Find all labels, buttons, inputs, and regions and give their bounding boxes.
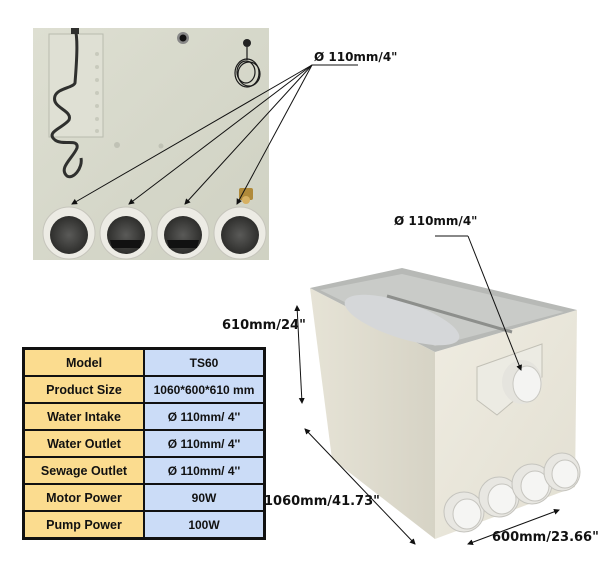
length-dimension-label: 1060mm/41.73" (264, 494, 380, 509)
inlet-pipe-diameter-label: Ø 110mm/4" (394, 214, 478, 228)
spec-value: 1060*600*610 mm (143, 375, 266, 404)
spec-key: Water Outlet (22, 429, 145, 458)
width-dimension-label: 600mm/23.66" (492, 530, 599, 545)
outlet-pipes (443, 452, 581, 533)
panel-pipe (213, 206, 267, 260)
panel-pipe-diameter-label: Ø 110mm/4" (314, 50, 398, 64)
spec-key: Pump Power (22, 510, 145, 540)
spec-value: 100W (143, 510, 266, 540)
back-panel-photo (33, 28, 269, 260)
panel-pipes (42, 206, 267, 260)
spec-key: Model (22, 347, 145, 377)
spec-value: TS60 (143, 347, 266, 377)
spec-value: Ø 110mm/ 4'' (143, 456, 266, 485)
spec-value: Ø 110mm/ 4'' (143, 402, 266, 431)
spec-key: Water Intake (22, 402, 145, 431)
panel-pipe (99, 206, 153, 260)
height-dimension-label: 610mm/24" (222, 318, 306, 333)
panel-pipe (42, 206, 96, 260)
spec-key: Product Size (22, 375, 145, 404)
spec-key: Motor Power (22, 483, 145, 512)
spec-key: Sewage Outlet (22, 456, 145, 485)
inlet-pipe (502, 360, 542, 404)
spec-value: Ø 110mm/ 4'' (143, 429, 266, 458)
spec-value: 90W (143, 483, 266, 512)
panel-pipe (156, 206, 210, 260)
